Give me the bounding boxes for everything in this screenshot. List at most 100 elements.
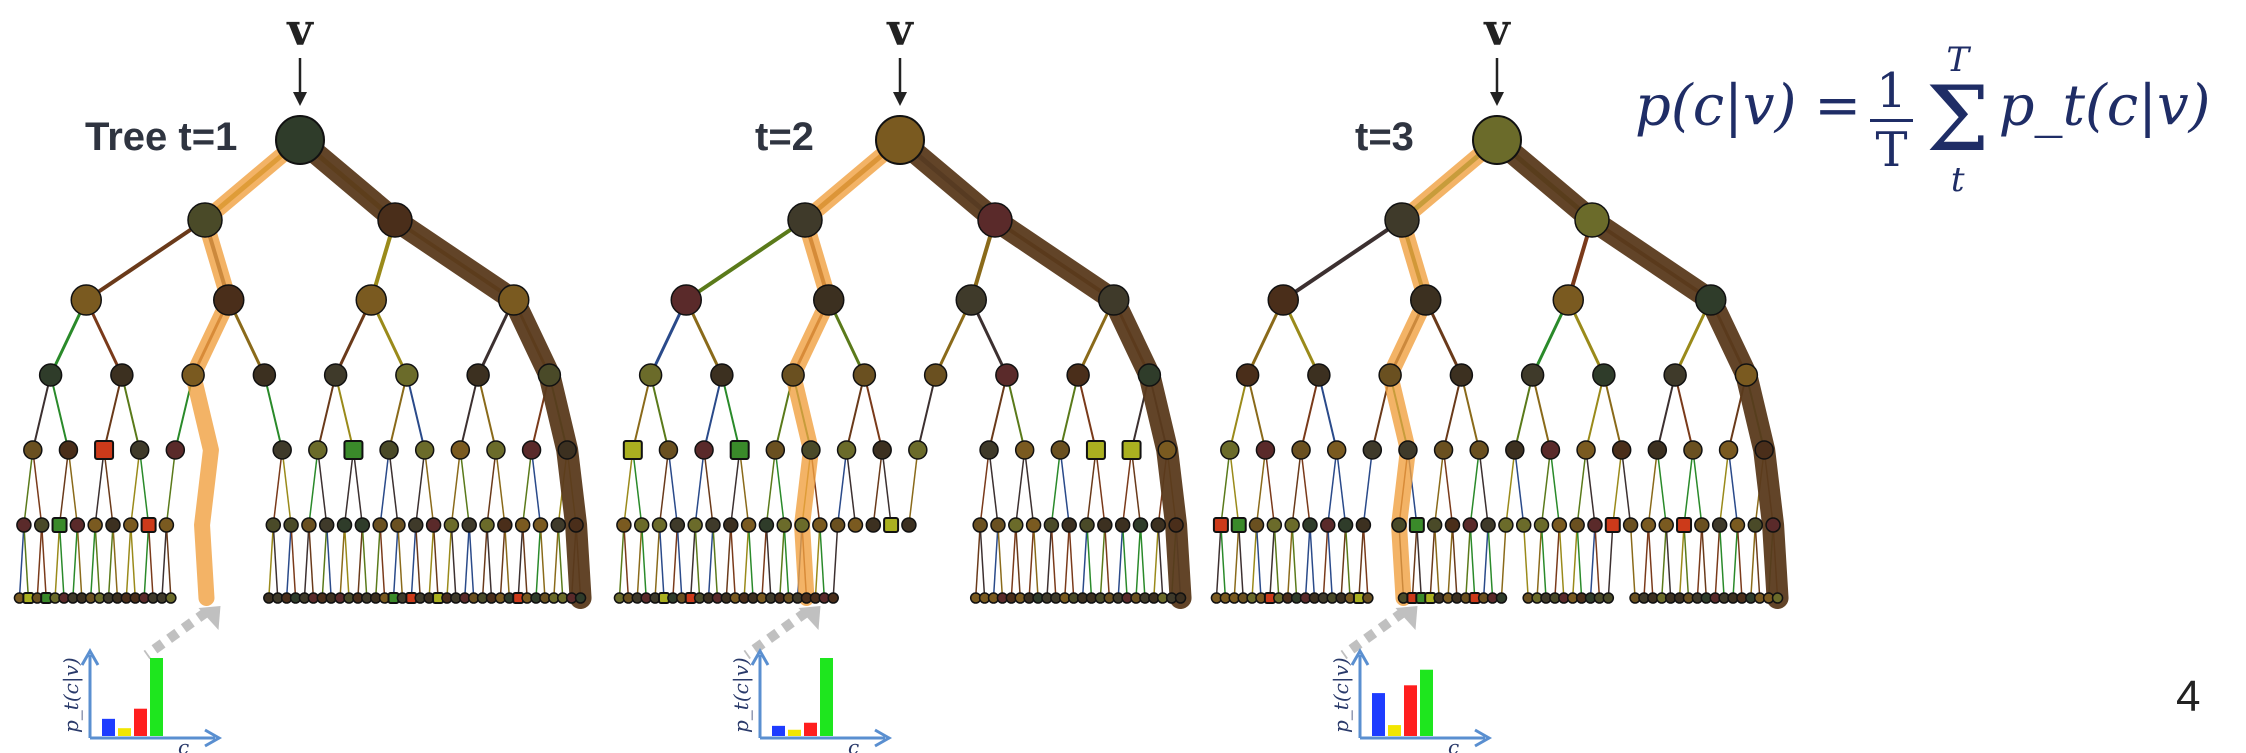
tree-edge	[379, 524, 386, 599]
tree-edge	[1237, 524, 1244, 599]
tree-edge	[672, 524, 679, 599]
split-node	[87, 517, 103, 533]
tree-edge	[1505, 449, 1516, 526]
tree-edge	[1340, 524, 1347, 599]
tree-edge	[1442, 449, 1454, 526]
tree-edge	[1714, 524, 1721, 599]
split-node	[165, 440, 186, 460]
split-node	[1150, 517, 1167, 533]
split-node	[1267, 284, 1299, 316]
split-node	[318, 517, 335, 533]
tree-edge	[18, 524, 25, 599]
tree-edge	[1015, 449, 1026, 526]
tree-edge	[388, 374, 408, 451]
tree-edge	[1023, 449, 1035, 526]
tree-edge	[1701, 524, 1708, 599]
split-node	[1515, 517, 1532, 533]
tree-edge	[112, 524, 119, 599]
tree-edge	[535, 524, 542, 599]
formula-denominator: T	[1875, 121, 1908, 178]
split-node	[758, 517, 775, 533]
split-node	[532, 517, 549, 533]
tree-edge	[94, 524, 101, 599]
split-node	[995, 363, 1019, 387]
split-node	[651, 517, 668, 533]
tree-edge	[553, 524, 560, 599]
tree-label: t=3	[1355, 115, 1414, 159]
split-node	[1043, 517, 1060, 533]
split-node	[1391, 517, 1407, 533]
tree-edge	[468, 524, 475, 599]
split-node	[1747, 517, 1764, 533]
arrow-head-icon	[893, 92, 907, 106]
split-node	[1235, 363, 1260, 387]
formula-rhs: p_t(c|v)	[1998, 73, 2211, 139]
split-node	[1114, 517, 1131, 533]
class-histogram: p_t(c|v)c	[1329, 647, 1493, 753]
tree-edge	[1656, 374, 1677, 451]
split-node	[813, 284, 845, 316]
tree-edge	[423, 449, 435, 526]
tree-edge	[1358, 524, 1365, 599]
tree-edge	[31, 374, 52, 451]
class-histogram: p_t(c|v)c	[59, 647, 223, 753]
tree-edge	[1549, 449, 1561, 526]
tree-edge	[1121, 449, 1133, 526]
tree-edge	[1015, 524, 1021, 599]
histogram-bar	[134, 708, 147, 736]
tree-edge	[1411, 524, 1418, 599]
histogram-bar	[820, 658, 833, 736]
tree-edge	[1228, 374, 1249, 451]
split-node	[1355, 517, 1372, 533]
tree-edge	[450, 524, 457, 599]
tree-edge	[1233, 524, 1240, 599]
tree-edge	[1220, 524, 1227, 599]
split-node	[336, 517, 353, 533]
split-node	[1505, 440, 1525, 460]
tree-edge	[290, 524, 297, 599]
split-node	[1694, 517, 1710, 533]
tree-edge	[979, 524, 986, 599]
tree-edge	[1754, 524, 1761, 599]
tree-edge	[1513, 374, 1534, 451]
split-node	[1433, 440, 1454, 460]
tree-edge	[1718, 449, 1730, 526]
split-node	[283, 517, 299, 533]
split-node	[827, 592, 839, 604]
tree-edge	[272, 449, 283, 526]
tree-edge	[343, 449, 355, 526]
leaf-to-histogram-arrow	[743, 607, 810, 660]
split-node	[1462, 517, 1479, 533]
tree-edge	[361, 524, 368, 599]
tree-edge	[397, 524, 404, 599]
tree-edge	[1335, 449, 1347, 526]
tree-edge	[863, 374, 884, 451]
formula-sum: T Σ t	[1926, 40, 1990, 200]
tree-edge	[689, 524, 696, 599]
split-node	[498, 284, 530, 316]
tree-edge	[1064, 524, 1070, 599]
tree-edge	[379, 449, 390, 526]
histogram-bar	[804, 722, 817, 736]
tree-edge	[1678, 524, 1685, 599]
tree-edge	[1362, 524, 1369, 599]
tree-edge	[1643, 524, 1650, 599]
split-node	[1255, 440, 1276, 460]
tree-edge	[1135, 524, 1142, 599]
tree-edge	[1117, 524, 1124, 599]
tree-edge	[1585, 374, 1605, 451]
split-node	[1734, 363, 1759, 387]
leaf-node	[1212, 517, 1229, 533]
tree-edge	[308, 524, 315, 599]
split-node	[372, 517, 388, 533]
tree-edge	[557, 524, 564, 599]
tree-edge	[1696, 524, 1703, 599]
tree-edge	[1433, 449, 1445, 526]
split-node	[923, 363, 948, 387]
tree-edge	[165, 449, 177, 526]
tree-2: vt=2p_t(c|v)c	[613, 5, 1192, 753]
tree-edge	[1269, 524, 1276, 599]
tree-edge	[779, 524, 785, 599]
tree-edge	[667, 449, 679, 526]
split-node	[1426, 517, 1443, 533]
